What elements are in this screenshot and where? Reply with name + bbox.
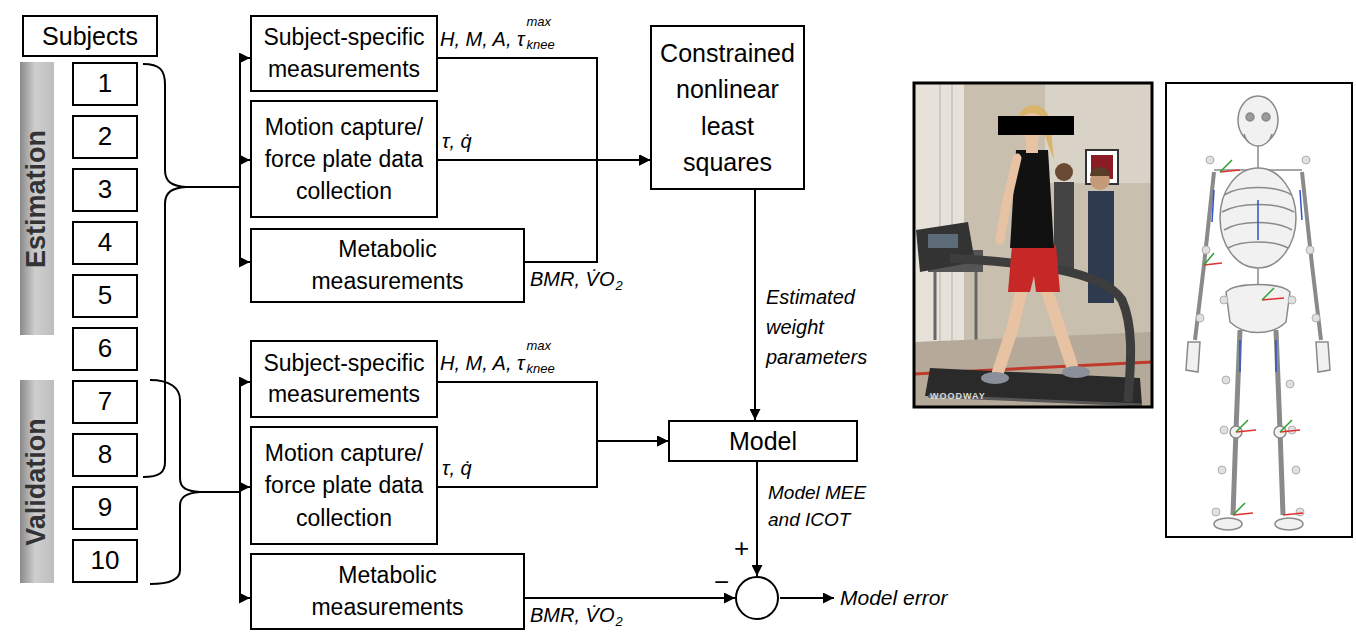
box-label: 3 xyxy=(98,174,112,205)
subscript: knee xyxy=(527,38,555,52)
edge-label: H, M, A, τ xyxy=(440,352,525,375)
subject-box: 7 xyxy=(72,380,138,424)
process-box: Subject-specific measurements xyxy=(250,15,438,92)
box-label: Subject-specific measurements xyxy=(256,22,432,84)
box-label: 5 xyxy=(98,280,112,311)
band-label: Validation xyxy=(22,418,52,546)
model-box: Model xyxy=(668,420,858,462)
subject-box: 9 xyxy=(72,486,138,530)
box-label: 2 xyxy=(98,121,112,152)
subject-box: 8 xyxy=(72,433,138,477)
group-band: Estimation xyxy=(20,62,54,335)
connector xyxy=(754,190,756,420)
band-label: Estimation xyxy=(22,129,52,267)
superscript: max xyxy=(527,339,552,353)
edge-label: Estimated weight parameters xyxy=(766,282,878,372)
subject-box: 5 xyxy=(72,274,138,318)
treadmill-photo xyxy=(914,83,1152,407)
connector xyxy=(756,462,758,576)
subject-box: 4 xyxy=(72,221,138,265)
edge-label: Model MEE and ICOT xyxy=(768,480,868,533)
edge-label: τ, q̇ xyxy=(442,457,472,480)
process-box: Subject-specific measurements xyxy=(250,340,438,418)
validation-brace xyxy=(150,380,250,598)
connector xyxy=(525,597,735,599)
box-label: Motion capture/ force plate data collect… xyxy=(256,111,432,208)
connector xyxy=(438,382,668,441)
edge-label: H, M, A, τ xyxy=(440,28,525,51)
connector xyxy=(438,58,650,160)
subject-box: 10 xyxy=(72,539,138,583)
estimation-brace xyxy=(143,58,250,477)
box-label: 8 xyxy=(98,439,112,470)
photo-brand-text: WOODWAY xyxy=(930,392,986,402)
superscript: max xyxy=(527,15,552,29)
sign-label: + xyxy=(734,534,749,564)
subject-box: 2 xyxy=(72,115,138,159)
subscript: 2 xyxy=(615,615,622,629)
header-box: Subjects xyxy=(22,15,158,57)
box-label: Metabolic measurements xyxy=(298,234,478,296)
box-label: 7 xyxy=(98,386,112,417)
box-label: Metabolic measurements xyxy=(298,560,478,622)
box-label: 10 xyxy=(91,545,120,576)
sign-label: − xyxy=(714,568,729,598)
subscript: knee xyxy=(527,362,555,376)
connector xyxy=(438,441,668,487)
box-label: 6 xyxy=(98,333,112,364)
box-label: Model xyxy=(729,426,797,456)
box-label: Motion capture/ force plate data collect… xyxy=(256,437,432,534)
process-box: Motion capture/ force plate data collect… xyxy=(250,100,438,218)
box-label: Subjects xyxy=(42,21,138,51)
connector xyxy=(525,160,650,262)
skeleton-model xyxy=(1166,83,1352,537)
box-label: Constrained nonlinear least squares xyxy=(658,35,798,180)
process-box: Metabolic measurements xyxy=(250,553,525,630)
edge-label: BMR, V̇O xyxy=(530,604,614,627)
edge-label: τ, q̇ xyxy=(442,130,472,153)
subject-box: 3 xyxy=(72,168,138,212)
process-box: Constrained nonlinear least squares xyxy=(650,25,805,190)
process-box: Motion capture/ force plate data collect… xyxy=(250,426,438,545)
box-label: 9 xyxy=(98,492,112,523)
group-band: Validation xyxy=(20,380,54,583)
subject-box: 6 xyxy=(72,327,138,371)
error-output-arrow xyxy=(780,598,834,599)
subject-box: 1 xyxy=(72,62,138,106)
box-label: Subject-specific measurements xyxy=(256,348,432,410)
box-label: 4 xyxy=(98,227,112,258)
subscript: 2 xyxy=(615,279,622,293)
process-box: Metabolic measurements xyxy=(250,228,525,303)
box-label: 1 xyxy=(98,68,112,99)
edge-label: BMR, V̇O xyxy=(530,268,614,291)
summing-junction: +− xyxy=(735,576,779,620)
output-label: Model error xyxy=(840,586,947,609)
